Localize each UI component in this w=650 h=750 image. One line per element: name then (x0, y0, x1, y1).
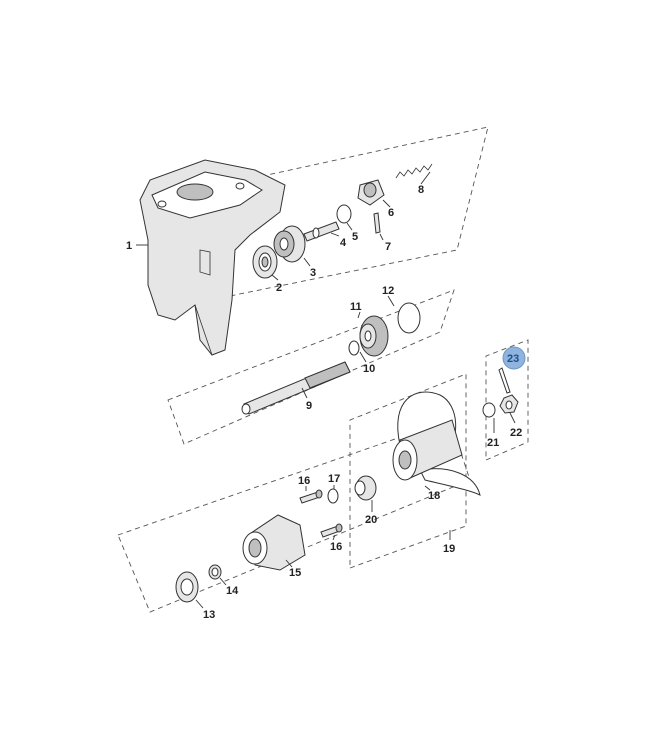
gear-housing-part (139, 159, 286, 356)
callout-23-highlight (502, 346, 526, 370)
callout-11: 11 (350, 301, 362, 313)
cotter-pin-part-23 (498, 367, 511, 394)
callout-16b: 16 (330, 541, 342, 553)
oring-part-5 (336, 204, 352, 224)
callout-6: 6 (388, 207, 394, 219)
callout-15: 15 (289, 567, 301, 579)
gear-part-3 (273, 225, 306, 263)
callout-3: 3 (310, 267, 316, 279)
callout-7: 7 (385, 241, 391, 253)
callout-labels: 1 2 3 4 5 6 7 8 9 10 11 12 13 14 15 16 1… (126, 184, 522, 621)
clutch-part-6 (357, 179, 385, 206)
washer-part-21 (482, 402, 496, 418)
callout-5: 5 (352, 231, 358, 243)
propeller-group-box (349, 373, 467, 569)
bearing-part-2 (252, 245, 278, 279)
pin-part-4 (303, 221, 340, 242)
leader-lines (136, 171, 516, 609)
spring-part-8 (395, 163, 433, 179)
carrier-part-15 (242, 514, 306, 571)
callout-19: 19 (443, 543, 455, 555)
bushing-part-14 (208, 564, 222, 580)
callout-9: 9 (306, 400, 312, 412)
bolt-part-16b (320, 523, 343, 538)
callout-1: 1 (126, 240, 132, 252)
bearing-part-13 (175, 571, 199, 603)
callout-23: 23 (507, 353, 519, 365)
pin-part-7 (373, 212, 381, 234)
callout-18: 18 (428, 490, 440, 502)
ring-part-12 (397, 302, 421, 334)
washer-part-10 (348, 340, 360, 356)
callout-17: 17 (328, 473, 340, 485)
bolt-part-16a (299, 489, 323, 504)
hub-part-20 (354, 475, 377, 501)
callout-10: 10 (363, 363, 375, 375)
nut-part-22 (499, 394, 519, 414)
callout-20: 20 (365, 514, 377, 526)
washer-part-17 (327, 488, 339, 504)
callout-21: 21 (487, 437, 499, 449)
bevel-gear-part-11 (359, 315, 389, 357)
nut-group-box (485, 339, 529, 461)
callout-22: 22 (510, 427, 522, 439)
callout-16a: 16 (298, 475, 310, 487)
callout-14: 14 (226, 585, 239, 597)
propeller-part-18 (392, 391, 481, 496)
callout-13: 13 (203, 609, 215, 621)
callout-4: 4 (340, 237, 347, 249)
callout-8: 8 (418, 184, 424, 196)
callout-2: 2 (276, 282, 282, 294)
shaft-part-9 (241, 361, 351, 415)
callout-12: 12 (382, 285, 394, 297)
